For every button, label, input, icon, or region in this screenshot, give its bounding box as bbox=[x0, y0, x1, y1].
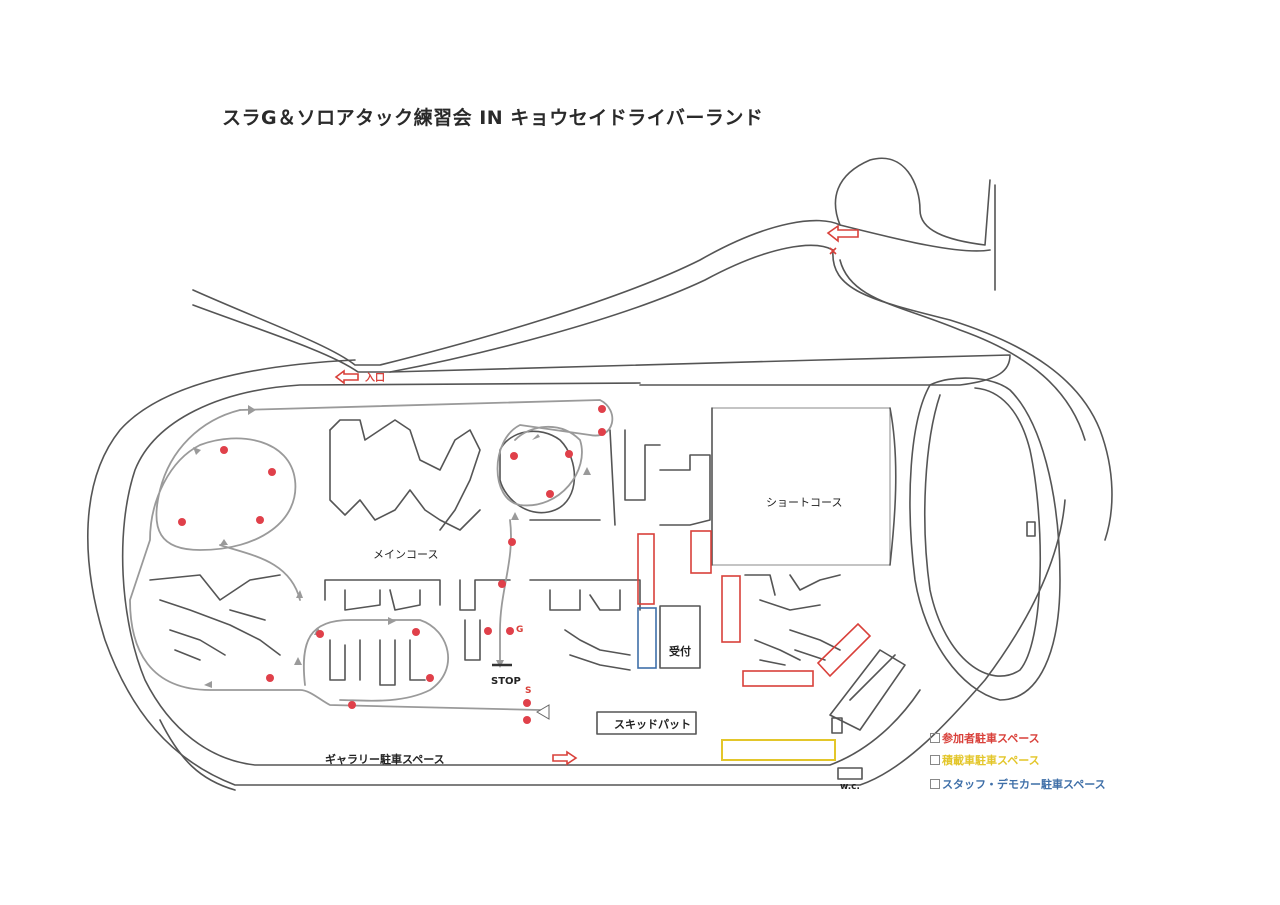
pylon-marker-icon bbox=[598, 428, 606, 436]
pylon-marker-icon bbox=[426, 674, 434, 682]
pylon-marker-icon bbox=[523, 716, 531, 724]
main-course-label: メインコース bbox=[373, 548, 439, 561]
goal-label: G bbox=[516, 625, 524, 635]
route-arrow-icon bbox=[294, 657, 302, 665]
pylon-marker-icon bbox=[508, 538, 516, 546]
main-oval-outer bbox=[86, 359, 1066, 786]
staff-parking bbox=[637, 607, 657, 669]
pylon-marker-icon bbox=[546, 490, 554, 498]
route-arrow-icon bbox=[583, 467, 591, 475]
right-loop bbox=[909, 377, 1061, 701]
skid-pad-label: スキッドパット bbox=[614, 718, 691, 731]
legend-swatch bbox=[930, 755, 940, 765]
pylon-marker-icon bbox=[348, 701, 356, 709]
legend-staff-parking: スタッフ・デモカー駐車スペース bbox=[930, 776, 1106, 792]
pylon-marker-icon bbox=[178, 518, 186, 526]
short-course-area bbox=[711, 407, 891, 566]
direction-arrow-icon bbox=[334, 369, 359, 385]
loader-parking bbox=[721, 739, 836, 761]
wc-building bbox=[837, 767, 863, 780]
pylon-marker-icon bbox=[266, 674, 274, 682]
pylon-marker-icon bbox=[220, 446, 228, 454]
legend-loader-parking: 積載車駐車スペース bbox=[930, 752, 1040, 768]
pylon-marker-icon bbox=[598, 405, 606, 413]
route-arrow-icon bbox=[248, 405, 256, 415]
upper-loop bbox=[834, 157, 996, 291]
start-label: S bbox=[525, 686, 532, 696]
route-arrow-icon bbox=[193, 447, 201, 455]
right-loop-inner bbox=[924, 387, 1042, 677]
pylon-marker-icon bbox=[412, 628, 420, 636]
pylon-marker-icon bbox=[506, 627, 514, 635]
pylon-markers bbox=[178, 405, 606, 724]
direction-arrow-icon bbox=[826, 224, 859, 243]
short-course-label: ショートコース bbox=[766, 496, 843, 509]
pylon-marker-icon bbox=[316, 630, 324, 638]
route-arrow-icon bbox=[532, 434, 540, 440]
route-arrows bbox=[193, 405, 591, 720]
gallery-parking-label: ギャラリー駐車スペース bbox=[325, 753, 445, 766]
route-arrow-icon bbox=[204, 681, 212, 688]
route-arrow-icon bbox=[296, 590, 303, 598]
legend-participant-parking: 参加者駐車スペース bbox=[930, 730, 1040, 746]
upper-road-outer bbox=[192, 219, 991, 366]
entrance-label: 入口 bbox=[365, 373, 385, 384]
pylon-marker-icon bbox=[565, 450, 573, 458]
pylon-marker-icon bbox=[523, 699, 531, 707]
route-arrow-icon bbox=[511, 512, 519, 520]
route-arrow-icon bbox=[388, 617, 396, 625]
stop-label: STOP bbox=[491, 676, 521, 687]
direction-arrows bbox=[334, 224, 859, 766]
inner-road bbox=[389, 354, 1011, 386]
pylon-marker-icon bbox=[510, 452, 518, 460]
pylon-marker-icon bbox=[268, 468, 276, 476]
participant-parking bbox=[637, 530, 872, 687]
legend-swatch bbox=[930, 733, 940, 743]
pylon-marker-icon bbox=[498, 580, 506, 588]
direction-arrow-icon bbox=[552, 750, 578, 766]
reception-label: 受付 bbox=[669, 645, 691, 658]
map-title: スラG＆ソロアタック練習会 IN キョウセイドライバーランド bbox=[222, 107, 764, 129]
upper-road-inner bbox=[192, 244, 834, 373]
reception-area bbox=[659, 605, 701, 669]
skid-pad-area bbox=[596, 711, 697, 735]
pylon-marker-icon bbox=[484, 627, 492, 635]
main-oval-inner bbox=[121, 382, 921, 766]
right-road-inner bbox=[839, 259, 1086, 441]
driving-route bbox=[129, 399, 614, 711]
right-road bbox=[832, 249, 1113, 541]
pylon-marker-icon bbox=[256, 516, 264, 524]
wc-label: w.c. bbox=[840, 782, 860, 792]
legend-swatch bbox=[930, 779, 940, 789]
route-arrow-icon bbox=[220, 539, 228, 545]
